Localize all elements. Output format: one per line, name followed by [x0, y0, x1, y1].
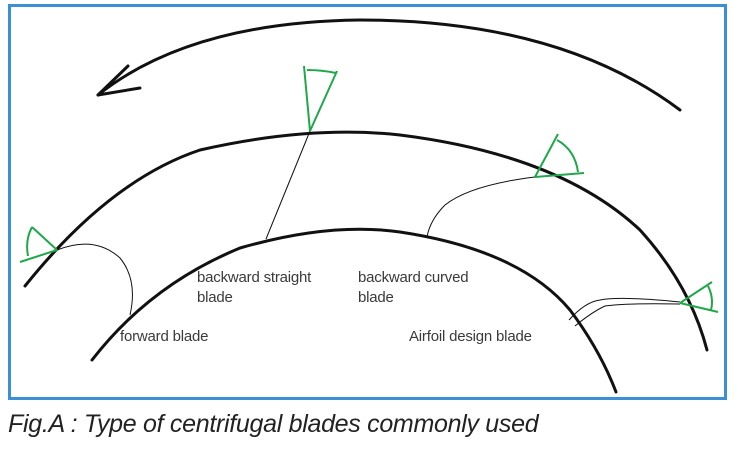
backward-curved-blade: [426, 176, 536, 238]
label-backward-straight-line2: blade: [197, 289, 233, 306]
blade-diagram: [19, 18, 719, 394]
label-airfoil-blade: Airfoil design blade: [409, 328, 532, 345]
angle-marker-backward-straight: [303, 65, 338, 132]
angle-marker-forward: [19, 226, 58, 263]
inner-ring: [90, 227, 618, 394]
label-backward-straight: backward straight blade: [197, 268, 311, 308]
rotation-arrow-icon: [96, 18, 682, 112]
airfoil-blade: [568, 297, 681, 327]
label-backward-curved: backward curved blade: [358, 268, 469, 308]
outer-ring: [23, 130, 709, 352]
label-backward-curved-line1: backward curved: [358, 269, 469, 286]
figure-frame: [8, 4, 727, 400]
figure-caption: Fig.A : Type of centrifugal blades commo…: [8, 410, 539, 438]
angle-marker-backward-curved: [534, 133, 585, 178]
backward-straight-blade: [265, 130, 311, 240]
label-forward-blade: forward blade: [120, 328, 209, 345]
label-backward-straight-line1: backward straight: [197, 269, 312, 286]
angle-marker-airfoil: [679, 281, 719, 313]
forward-blade: [56, 243, 133, 316]
label-backward-curved-line2: blade: [358, 289, 394, 306]
